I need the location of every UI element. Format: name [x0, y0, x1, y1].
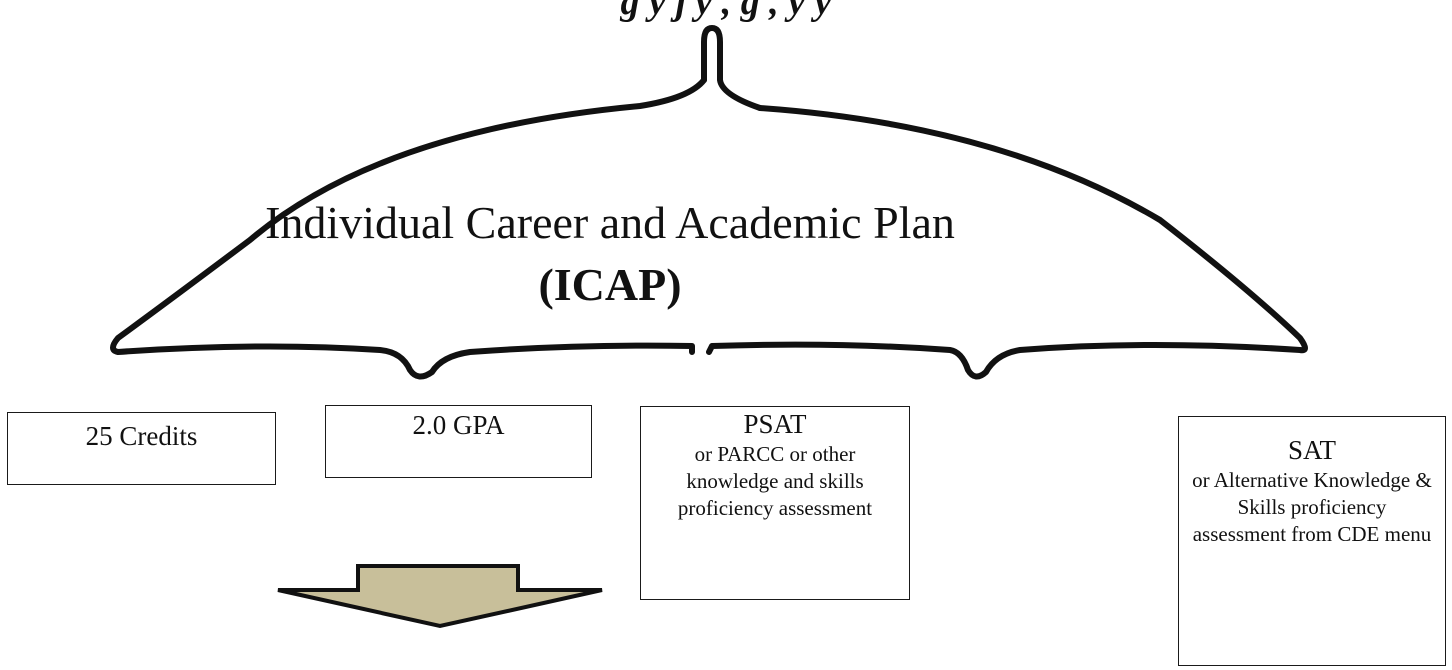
psat-detail: or PARCC or other knowledge and skills p…	[677, 442, 873, 520]
umbrella-title: Individual Career and Academic Plan	[265, 197, 955, 248]
credits-title: 25 Credits	[85, 421, 198, 451]
sat-title: SAT	[1287, 435, 1336, 465]
psat-requirement-box: PSAT or PARCC or other knowledge and ski…	[640, 406, 910, 600]
down-arrow	[277, 564, 603, 629]
gpa-title: 2.0 GPA	[412, 410, 505, 440]
umbrella-acronym: (ICAP)	[538, 259, 682, 310]
gpa-requirement-box: 2.0 GPA	[325, 405, 592, 478]
header-text-clipped: g y j y , g , y y	[620, 0, 832, 23]
umbrella-tip	[701, 25, 763, 111]
credits-requirement-box: 25 Credits	[7, 412, 276, 485]
sat-requirement-box: SAT or Alternative Knowledge & Skills pr…	[1178, 416, 1446, 666]
psat-title: PSAT	[743, 409, 807, 439]
sat-detail: or Alternative Knowledge & Skills profic…	[1192, 468, 1432, 546]
umbrella-canopy	[110, 77, 1308, 380]
